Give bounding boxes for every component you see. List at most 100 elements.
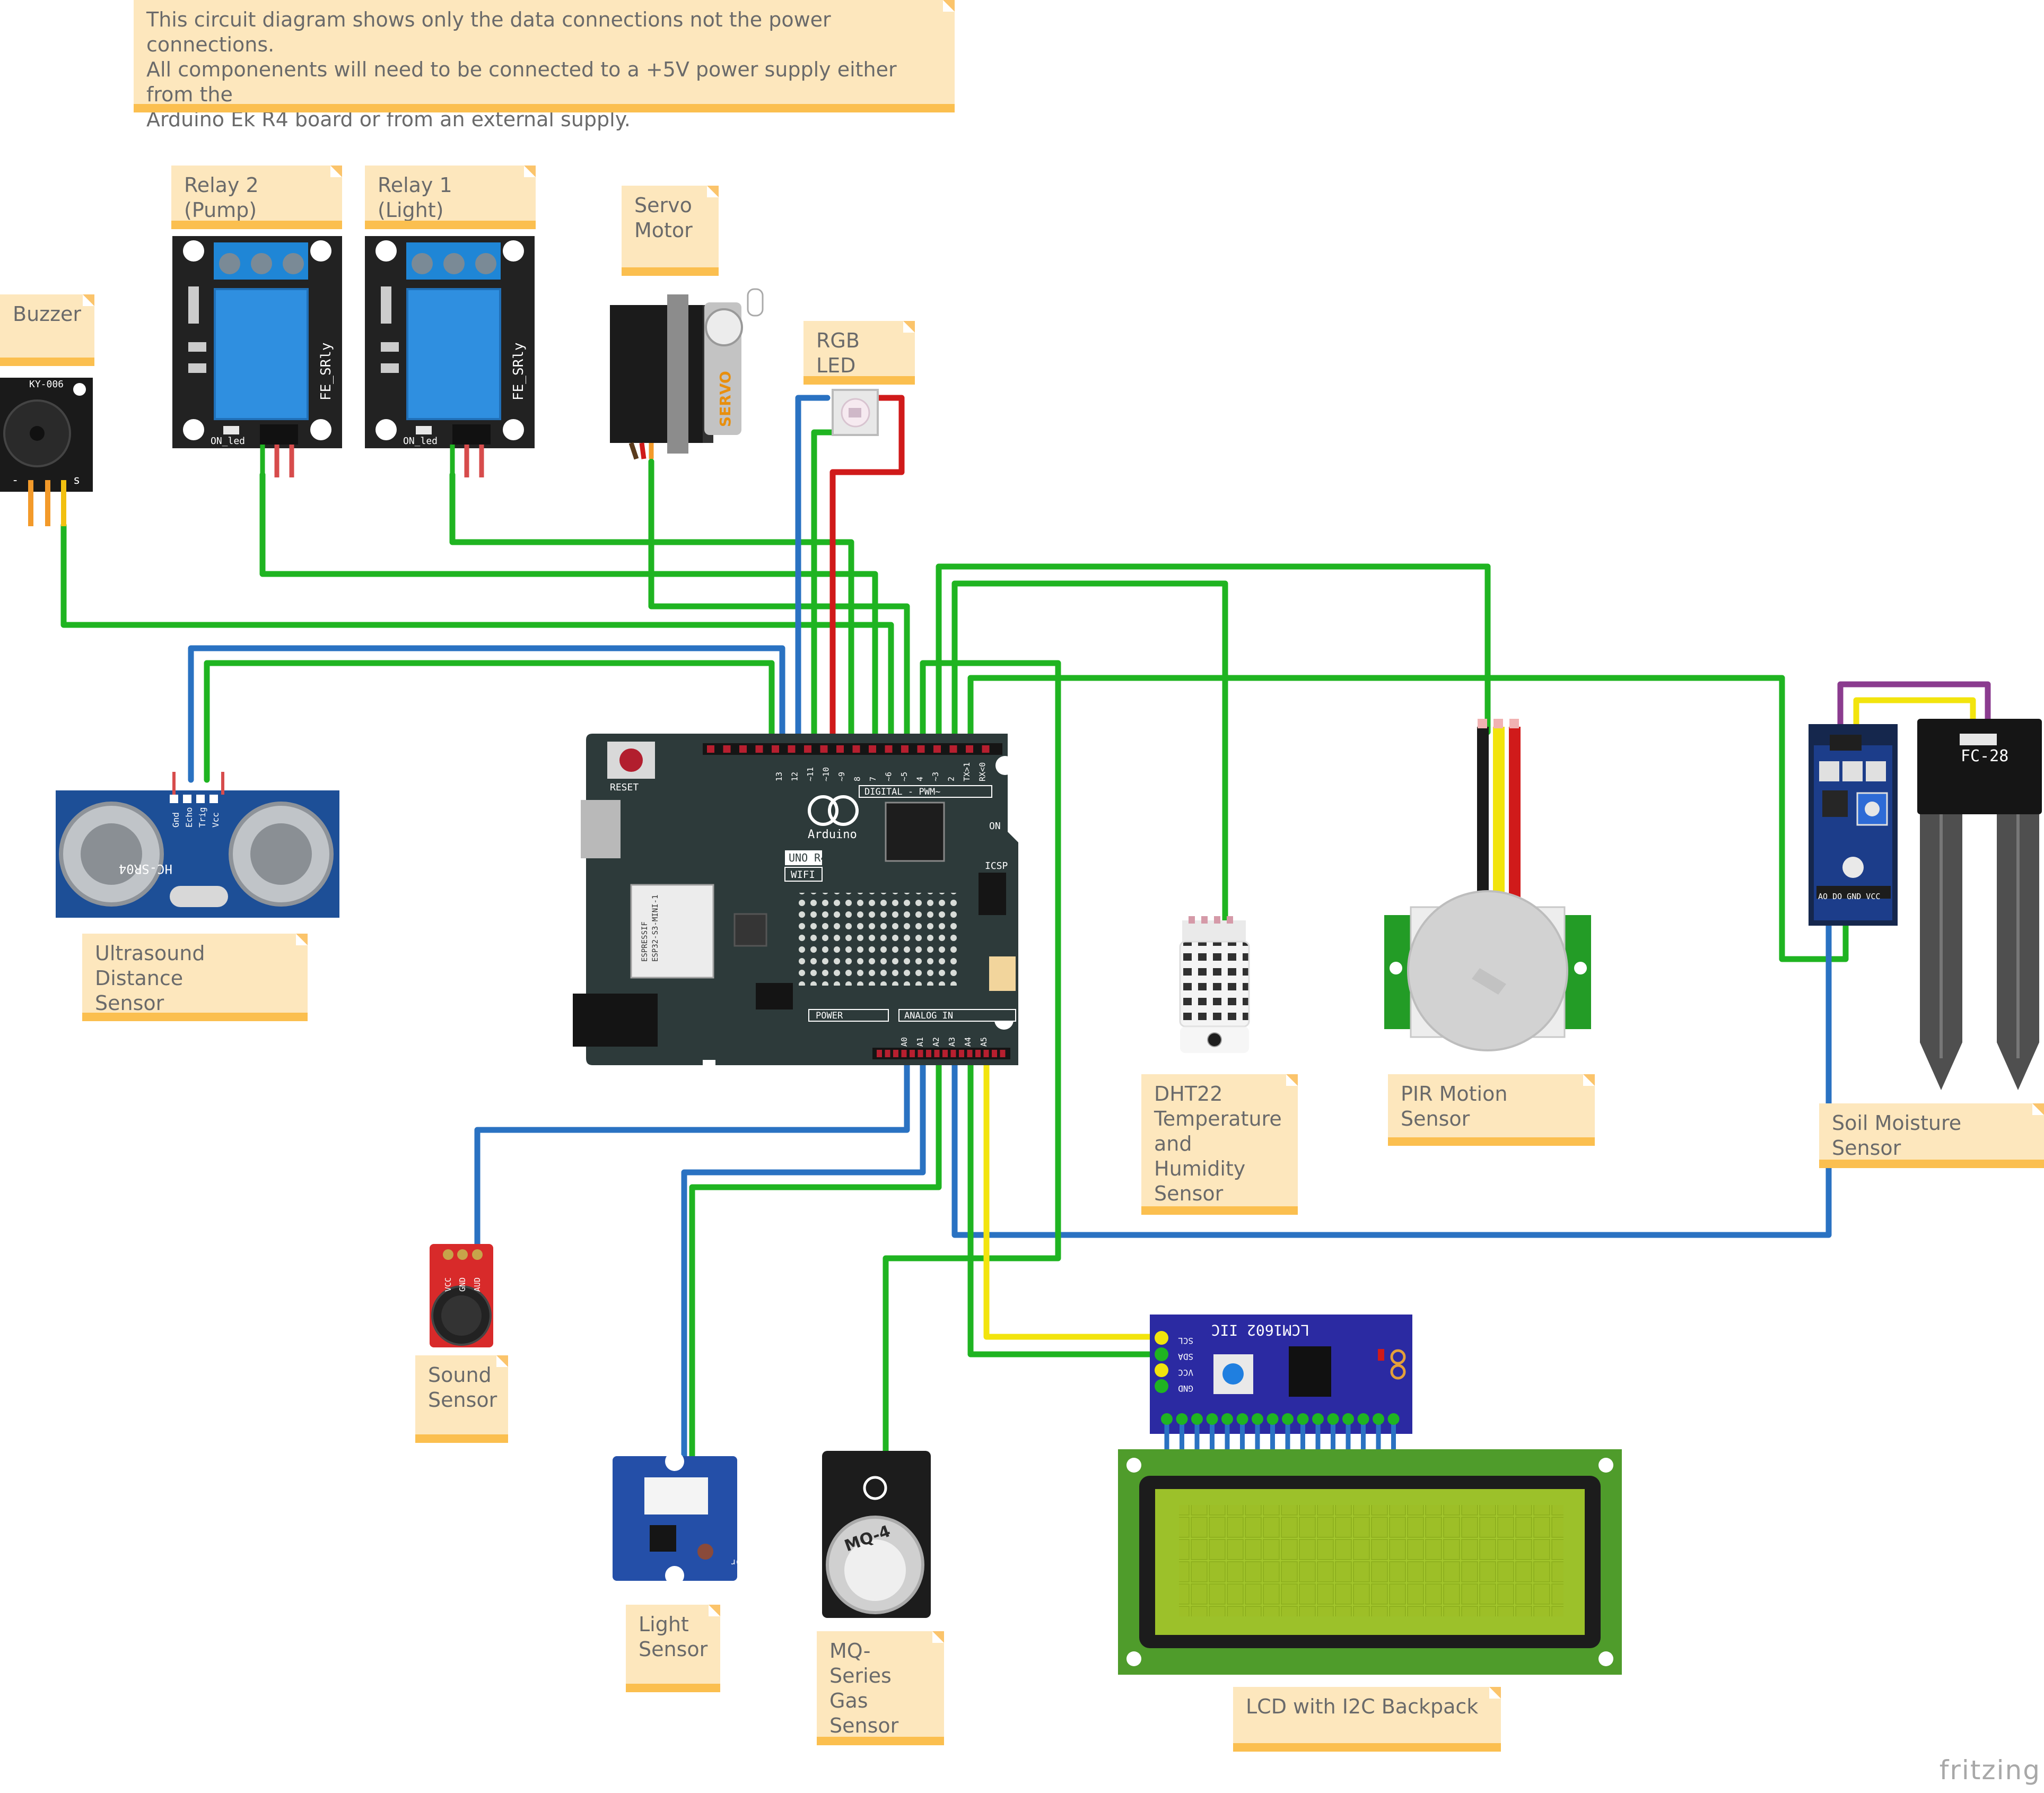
svg-text:SCL: SCL <box>1178 1336 1193 1346</box>
lcd-header-pad <box>1297 1413 1309 1425</box>
note-lcd: LCD with I2C Backpack <box>1233 1687 1501 1752</box>
analog-pin-label: A4 <box>963 1037 973 1047</box>
lcd-header-pad <box>1387 1413 1400 1425</box>
servo-leads <box>628 442 654 460</box>
note-light: Light Sensor <box>626 1605 720 1692</box>
digital-header-pin <box>949 745 957 753</box>
wire-sound-aud <box>474 1052 910 1250</box>
dht22-sensor <box>1179 916 1250 1053</box>
analog-pin-label: A1 <box>915 1037 925 1047</box>
note-buzzer: Buzzer <box>0 294 94 366</box>
ultrasound-pins <box>172 772 224 795</box>
relay-1-pins <box>450 445 484 477</box>
board-analog-label: ANALOG IN <box>904 1011 953 1021</box>
svg-text:-: - <box>12 474 19 487</box>
hcsr04-pin-echo: Echo <box>184 807 194 828</box>
power-header-pin <box>992 1050 997 1057</box>
wire-light-aux <box>689 1052 942 1499</box>
board-module-label-1: ESPRESSIF <box>641 921 649 962</box>
servo-text: SERVO <box>717 371 734 427</box>
board-brand: Arduino <box>808 828 857 841</box>
note-buzzer-text: Buzzer <box>13 302 82 326</box>
note-rgb: RGB LED <box>803 321 915 385</box>
pir-sensor <box>1384 719 1591 1051</box>
digital-header-pin <box>820 745 828 753</box>
soil-moisture-probe: FC-28 <box>1917 719 2042 1090</box>
power-header-pin <box>967 1050 973 1057</box>
digital-header-pin <box>885 745 893 753</box>
digital-pin-label: 12 <box>790 772 800 781</box>
sound-sensor: VCC GND AUD <box>430 1244 493 1347</box>
digital-pin-label: 4 <box>915 777 925 781</box>
wire-gas-signal <box>883 660 1061 1467</box>
board-power-label: POWER <box>816 1011 843 1021</box>
wire-hcsr04-trig <box>204 660 775 783</box>
note-intro-text: This circuit diagram shows only the data… <box>146 8 897 131</box>
fritzing-watermark: fritzing <box>1939 1755 2041 1786</box>
digital-pin-label: ~9 <box>837 772 846 781</box>
lcd-backpack: LCM1602 IIC SCL SDA VCC GND <box>1150 1315 1412 1434</box>
board-icsp-label: ICSP <box>985 860 1008 872</box>
digital-header-pin <box>982 745 990 753</box>
soil-moisture-module: AO DO GND VCC <box>1809 724 1898 926</box>
buzzer-pins <box>28 480 66 526</box>
power-header-pin <box>926 1050 931 1057</box>
digital-header-pin <box>836 745 844 753</box>
digital-header-pin <box>788 745 796 753</box>
power-header-pin <box>918 1050 923 1057</box>
note-pir: PIR Motion Sensor <box>1388 1074 1595 1146</box>
note-servo: Servo Motor <box>622 186 719 276</box>
ultrasound-sensor: HC-SR04 Gnd Echo Trig Vcc <box>56 790 339 918</box>
note-relay1-text: Relay 1 (Light) <box>378 173 452 222</box>
note-soil-text: Soil Moisture Sensor <box>1832 1111 1962 1160</box>
svg-text:s: s <box>73 474 80 487</box>
digital-pin-label: ~5 <box>899 772 909 781</box>
digital-pin-label: RX<0 <box>978 762 988 781</box>
lcd-header-pad <box>1206 1413 1218 1425</box>
note-soil: Soil Moisture Sensor <box>1819 1103 2044 1168</box>
analog-pin-label: A5 <box>979 1037 989 1047</box>
analog-pin-label: A3 <box>947 1037 957 1047</box>
note-pir-text: PIR Motion Sensor <box>1401 1082 1508 1130</box>
digital-pin-label: 2 <box>947 777 956 781</box>
note-relay2: Relay 2 (Pump) <box>171 166 342 229</box>
lcd-display <box>1118 1449 1622 1675</box>
wire-relay2-signal <box>259 472 878 770</box>
power-header-pin <box>893 1050 898 1057</box>
power-header-pin <box>942 1050 948 1057</box>
lcd-header-pins <box>1161 1413 1400 1453</box>
lcd-header-pad <box>1357 1413 1369 1425</box>
wire-lcd-scl <box>983 1052 1165 1340</box>
light-sensor: Light Sensor <box>613 1452 792 1585</box>
wires <box>60 395 1991 1499</box>
note-servo-text: Servo Motor <box>634 194 693 242</box>
wire-servo-signal <box>648 458 910 770</box>
note-intro: This circuit diagram shows only the data… <box>134 0 955 131</box>
gas-sensor: MQ-4 <box>822 1451 931 1618</box>
relay-2-module: FE_SRly ON_led <box>172 236 342 448</box>
lcd-header-pad <box>1373 1413 1384 1425</box>
wire-dht-signal <box>951 580 1228 926</box>
digital-header-pin <box>755 745 763 753</box>
note-rgb-text: RGB LED <box>816 329 860 377</box>
digital-header-pin <box>901 745 909 753</box>
lcd-header-pad <box>1327 1413 1339 1425</box>
light-sensor-text: Light Sensor <box>731 1557 792 1568</box>
digital-pin-label: 8 <box>853 777 862 781</box>
lcd-header-pad <box>1176 1413 1188 1425</box>
lcd-header-pad <box>1161 1413 1173 1425</box>
board-sub: WIFI <box>791 869 815 881</box>
note-dht-text: DHT22 Temperature and Humidity Sensor <box>1154 1082 1282 1205</box>
power-header-pin <box>910 1050 915 1057</box>
analog-pin-label: A2 <box>931 1037 941 1047</box>
digital-pin-label: ~10 <box>822 767 831 781</box>
power-header-pin <box>877 1050 882 1057</box>
note-sound-text: Sound Sensor <box>428 1363 497 1412</box>
board-module-label-2: ESP32-S3-MINI-1 <box>651 895 660 962</box>
board-on-label: ON <box>989 821 1001 832</box>
